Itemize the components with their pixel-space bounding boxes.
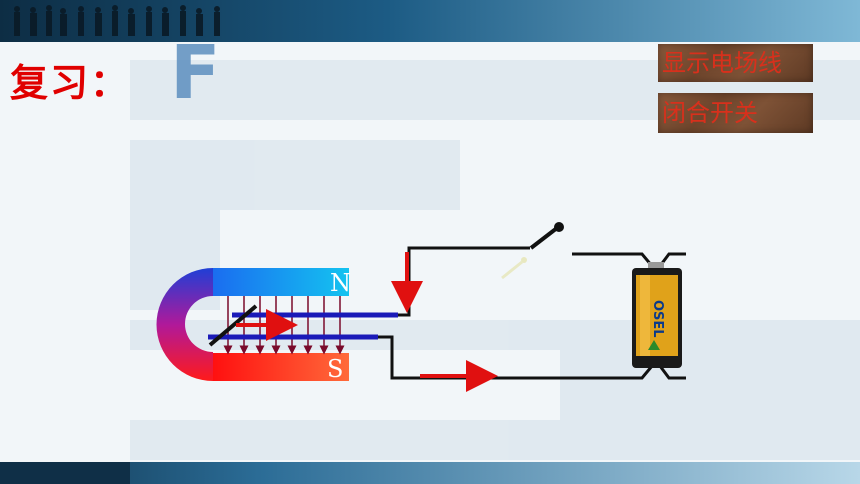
review-title: 复习： — [10, 60, 131, 105]
north-pole — [213, 268, 349, 296]
switch[interactable] — [501, 222, 564, 280]
south-label: S — [327, 355, 343, 383]
sliding-rod[interactable] — [208, 304, 258, 347]
svg-text:F: F — [170, 36, 221, 106]
battery-icon: OSEL — [632, 262, 682, 368]
battery-brand: OSEL — [650, 300, 665, 338]
south-pole — [213, 353, 349, 381]
close-switch-button[interactable]: 闭合开关 — [658, 93, 813, 133]
show-field-lines-button[interactable]: 显示电场线 — [658, 44, 813, 82]
horseshoe-magnet: N S — [156, 268, 351, 383]
logo-f-icon: F — [170, 36, 221, 106]
north-label: N — [330, 269, 351, 297]
